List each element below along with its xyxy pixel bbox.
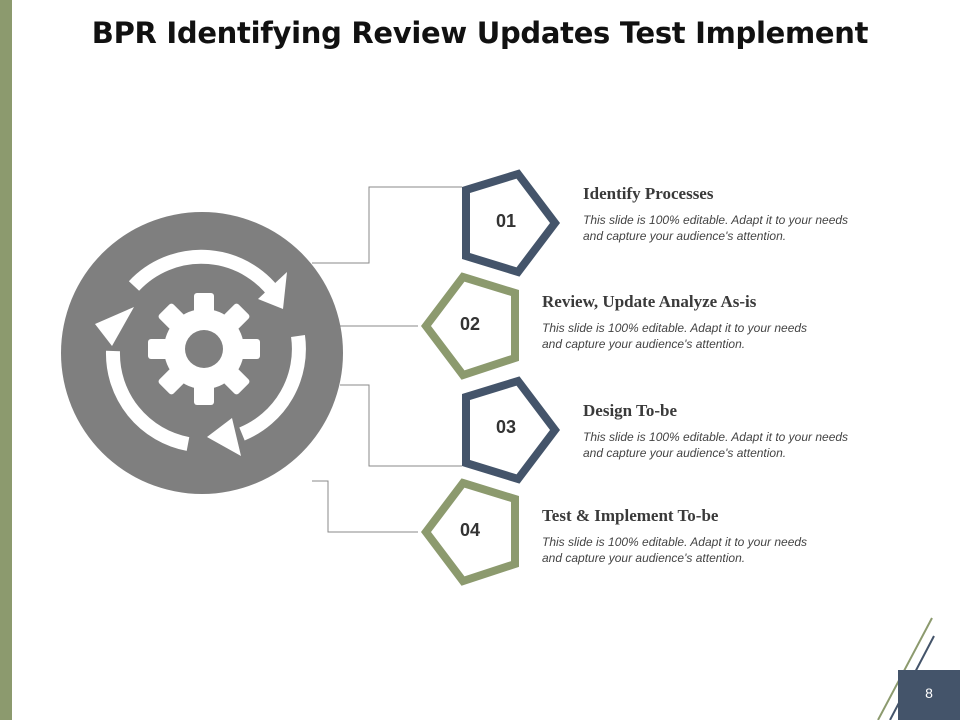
step-title-03: Design To-be [583,401,677,420]
step-number-03: 03 [496,417,516,437]
page-number: 8 [898,670,960,720]
step-number-04: 04 [460,520,480,540]
step-description-03: This slide is 100% editable. Adapt it to… [583,430,849,460]
left-accent-bar [0,0,12,720]
connector-04 [312,480,418,533]
pentagon-marker-04: 04 [420,478,519,586]
arrow-head-bottom-icon [207,418,241,456]
cycle-arrows-icon [105,249,306,451]
step-title-02: Review, Update Analyze As-is [542,292,757,311]
step-title-04: Test & Implement To-be [542,506,719,525]
arrow-head-top-icon [258,272,287,309]
step-number-02: 02 [460,314,480,334]
step-number-01: 01 [496,211,516,231]
pentagon-marker-02: 02 [420,272,519,380]
pentagon-marker-03: 03 [462,376,561,484]
pentagon-marker-01: 01 [462,169,561,277]
arrow-head-left-icon [95,307,134,346]
connector-03 [340,384,462,467]
step-description-02: This slide is 100% editable. Adapt it to… [542,321,808,351]
gear-icon [148,293,260,405]
step-title-01: Identify Processes [583,184,714,203]
step-description-04: This slide is 100% editable. Adapt it to… [542,535,808,565]
step-description-01: This slide is 100% editable. Adapt it to… [583,213,849,243]
connector-01 [312,186,462,264]
corner-accent-line-olive [877,617,933,720]
slide-title: BPR Identifying Review Updates Test Impl… [91,16,869,50]
